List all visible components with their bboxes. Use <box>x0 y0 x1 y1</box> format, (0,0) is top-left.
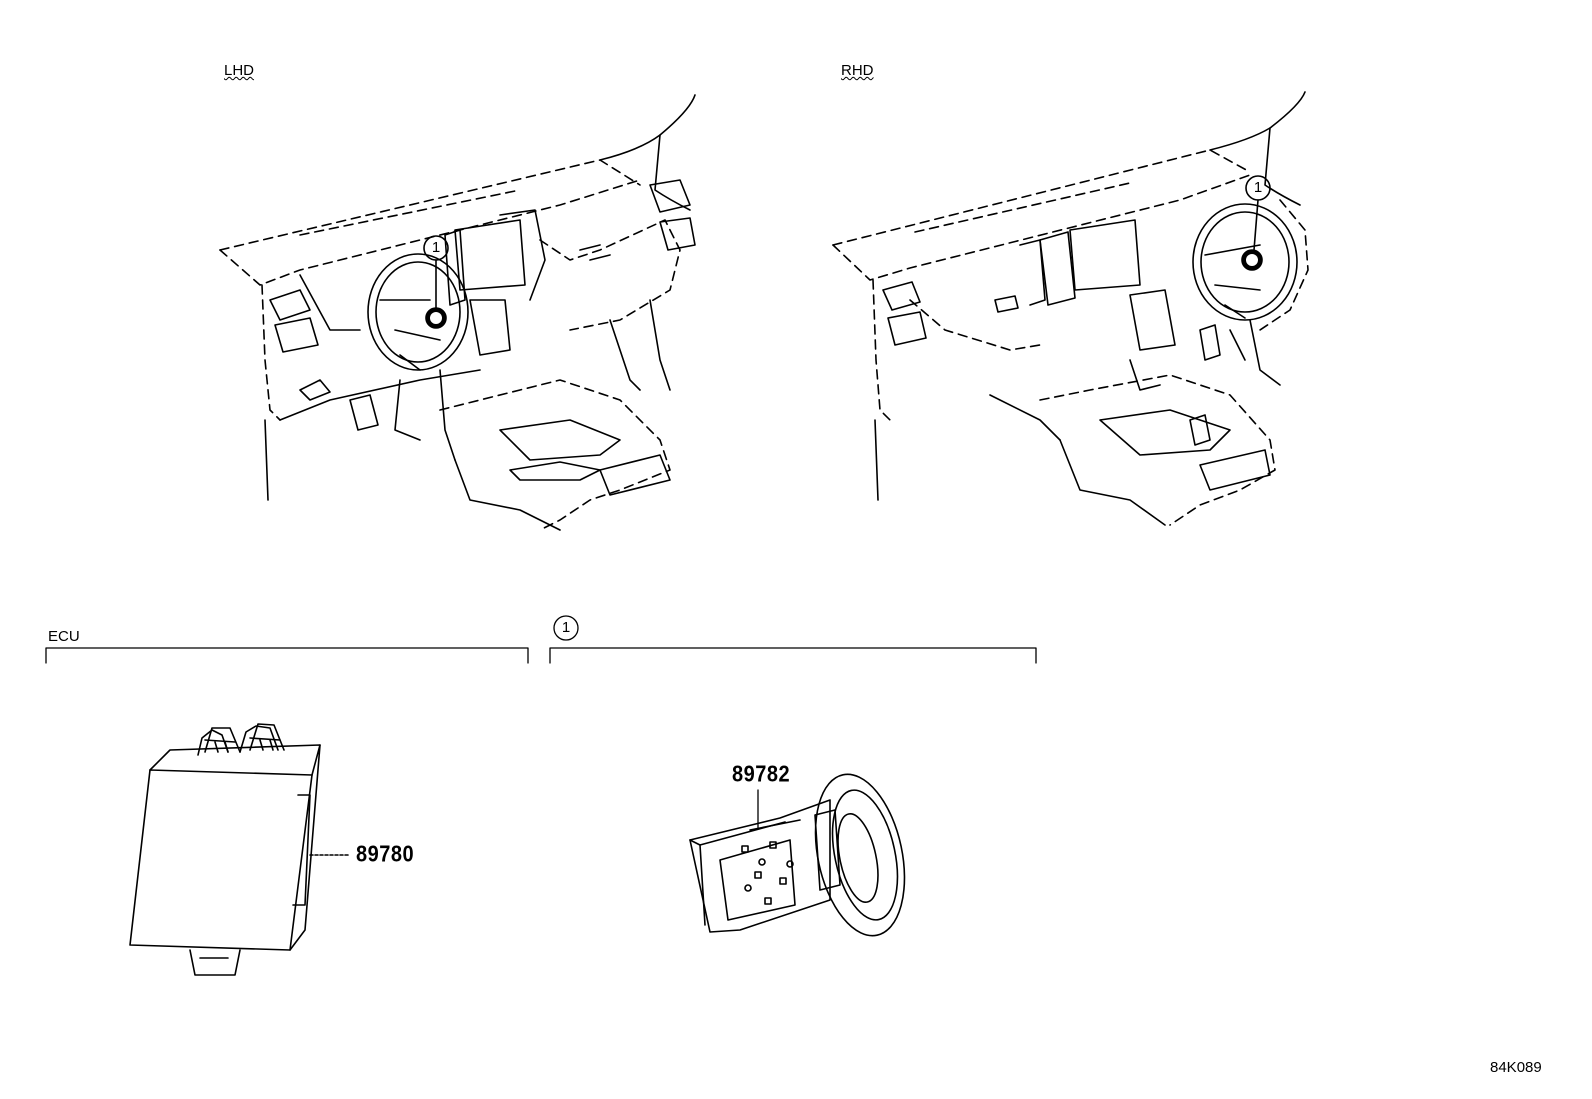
rhd-view-label: RHD <box>841 62 874 79</box>
figure-reference: 84K089 <box>1490 1059 1542 1076</box>
rhd-dashboard-drawing <box>832 91 1309 526</box>
ecu-section-bracket <box>45 647 529 664</box>
lhd-dashboard-drawing <box>219 94 696 531</box>
lhd-callout-marker: 1 <box>431 239 441 256</box>
sensor-part-drawing <box>689 773 906 937</box>
part-number-89782: 89782 <box>732 762 791 788</box>
callout-section-bracket <box>549 615 1037 664</box>
rhd-callout-marker: 1 <box>1253 179 1263 196</box>
callout-section-label: 1 <box>561 619 571 636</box>
lhd-view-label: LHD <box>224 62 255 79</box>
part-number-89780: 89780 <box>356 842 415 868</box>
ecu-section-label: ECU <box>48 628 80 645</box>
ecu-module-drawing <box>129 723 351 976</box>
